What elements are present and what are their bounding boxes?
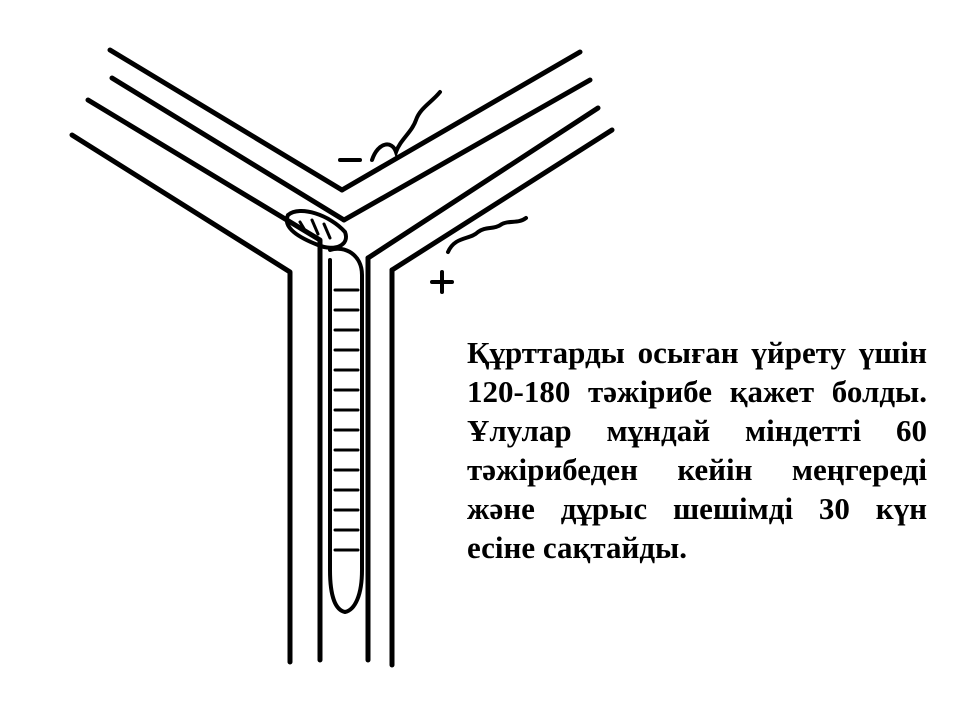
inner-left-wall-upper: [109, 75, 347, 223]
worm-illustration: [284, 209, 364, 615]
outer-right-wall: [339, 49, 583, 193]
inner-left-wall: [85, 97, 323, 663]
inner-right-wall-upper: [341, 77, 593, 223]
y-maze-walls: [69, 47, 615, 668]
outer-left-wall-lower: [69, 132, 293, 665]
positive-stimulus-icon: [446, 216, 528, 254]
negative-stimulus-icon: [370, 90, 442, 162]
worm-body: [328, 246, 364, 615]
outer-left-wall: [107, 47, 345, 193]
right-arm-outer: [389, 127, 615, 273]
right-arm-inner: [365, 105, 601, 261]
caption-text: Құрттарды осыған үйрету үшін 120-180 тәж…: [467, 335, 927, 565]
worm-head: [284, 209, 348, 250]
stimulus-symbols: [338, 90, 528, 294]
worm-segments: [298, 218, 360, 552]
